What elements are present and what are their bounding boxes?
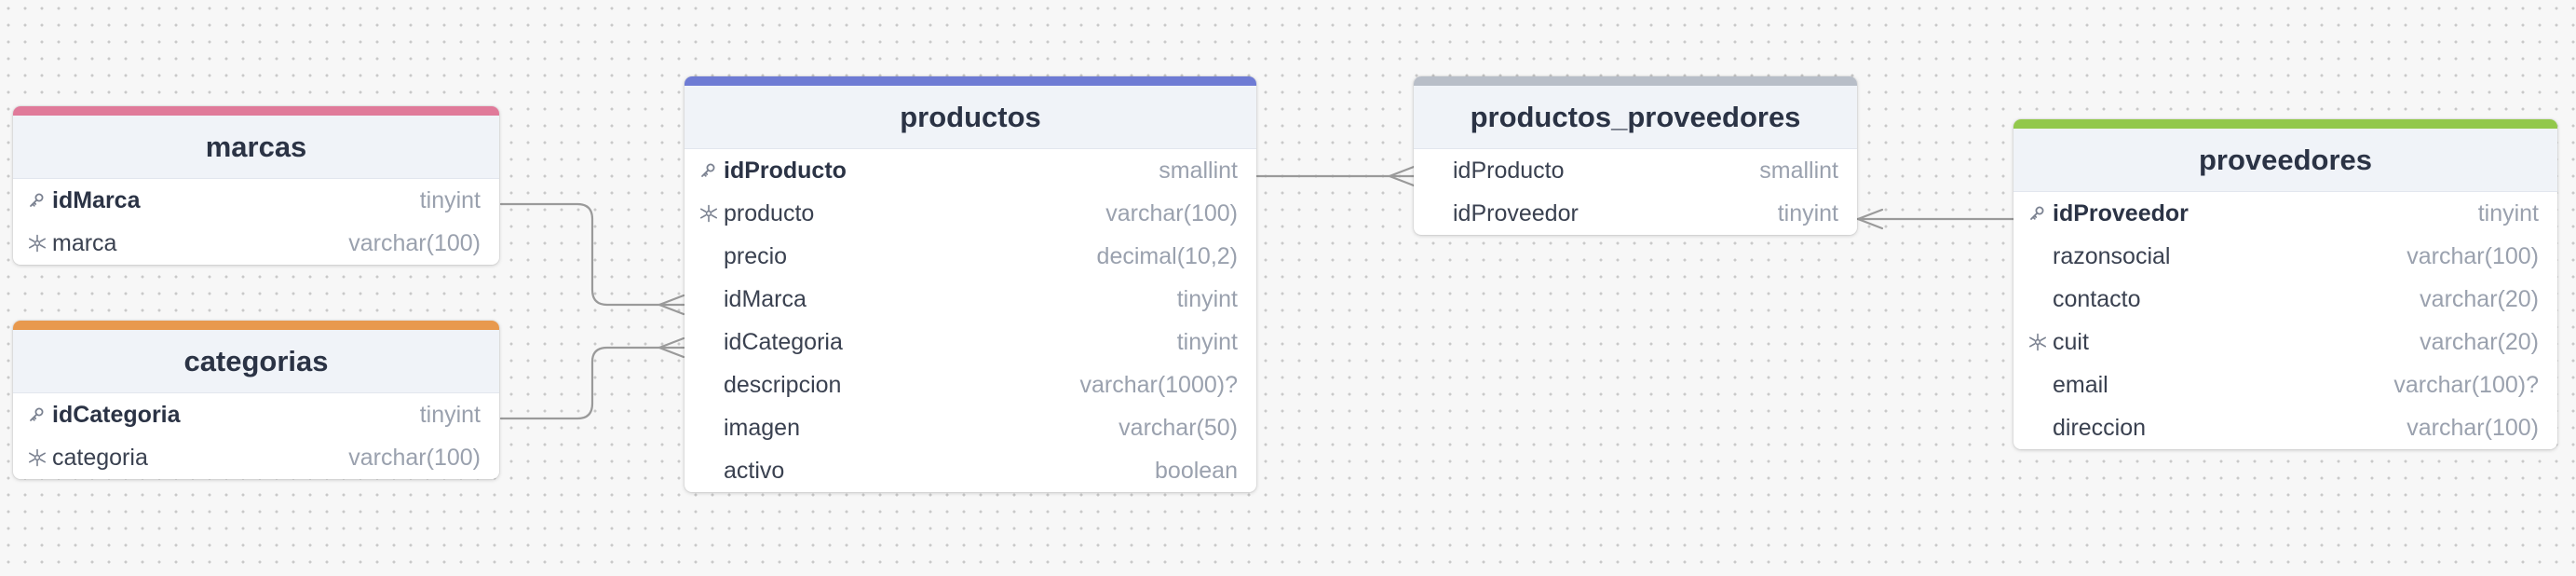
column-row[interactable]: categoria varchar(100) — [13, 436, 499, 479]
column-name: idMarca — [724, 285, 807, 312]
column-row[interactable]: cuit varchar(20) — [2013, 321, 2557, 363]
column-type: tinyint — [1777, 199, 1838, 226]
column-name: idCategoria — [52, 401, 181, 428]
column-name: direccion — [2053, 414, 2147, 441]
table-color-bar — [13, 321, 499, 330]
unique-icon — [28, 448, 52, 467]
key-icon — [699, 162, 724, 179]
crows-foot-icon — [658, 336, 685, 359]
column-type: varchar(100) — [1105, 199, 1238, 226]
edge-categorias-productos[interactable] — [499, 346, 685, 420]
table-color-bar — [13, 106, 499, 116]
table-title: marcas — [13, 116, 499, 179]
column-row[interactable]: idProveedor tinyint — [2013, 192, 2557, 235]
column-row[interactable]: descripcion varchar(1000)? — [685, 363, 1256, 406]
column-type: varchar(100) — [2407, 414, 2539, 441]
column-name: marca — [52, 229, 117, 256]
column-type: varchar(100)? — [2393, 371, 2539, 398]
edge-group — [499, 165, 2015, 420]
column-name: idProveedor — [2053, 199, 2189, 226]
unique-icon — [28, 234, 52, 253]
table-color-bar — [685, 76, 1256, 86]
table-categorias[interactable]: categorias idCategoria tinyint categoria va… — [13, 321, 499, 479]
column-type: varchar(50) — [1119, 414, 1238, 441]
column-type: decimal(10,2) — [1096, 242, 1238, 269]
table-productos[interactable]: productos idProducto smallint producto varc… — [685, 76, 1256, 492]
column-type: tinyint — [1176, 328, 1238, 355]
column-name: contacto — [2053, 285, 2141, 312]
edge-marcas-productos[interactable] — [499, 202, 685, 307]
column-row[interactable]: email varchar(100)? — [2013, 363, 2557, 406]
column-type: varchar(100) — [2407, 242, 2539, 269]
column-name: idProducto — [724, 157, 847, 184]
table-title: productos — [685, 86, 1256, 149]
column-row[interactable]: idMarca tinyint — [13, 179, 499, 222]
column-row[interactable]: idProducto smallint — [685, 149, 1256, 192]
table-productos-proveedores[interactable]: productos_proveedores idProducto smallint… — [1414, 76, 1857, 235]
column-row[interactable]: idProveedor tinyint — [1414, 192, 1857, 235]
column-name: cuit — [2053, 328, 2089, 355]
column-name: idMarca — [52, 186, 141, 213]
column-type: varchar(1000)? — [1079, 371, 1238, 398]
column-row[interactable]: precio decimal(10,2) — [685, 235, 1256, 278]
column-name: categoria — [52, 444, 148, 471]
column-type: smallint — [1159, 157, 1238, 184]
key-icon — [2028, 205, 2053, 222]
column-name: idProducto — [1453, 157, 1565, 184]
table-proveedores[interactable]: proveedores idProveedor tinyint razonsocia… — [2013, 119, 2557, 449]
column-row[interactable]: marca varchar(100) — [13, 222, 499, 265]
unique-icon — [2028, 333, 2053, 351]
column-name: imagen — [724, 414, 800, 441]
column-type: varchar(20) — [2420, 328, 2539, 355]
column-type: tinyint — [2477, 199, 2539, 226]
crows-foot-icon — [658, 294, 685, 316]
column-type: tinyint — [1176, 285, 1238, 312]
crows-foot-icon — [1856, 208, 1884, 230]
column-row[interactable]: idCategoria tinyint — [685, 321, 1256, 363]
table-color-bar — [2013, 119, 2557, 129]
column-row[interactable]: imagen varchar(50) — [685, 406, 1256, 449]
column-row[interactable]: activo boolean — [685, 449, 1256, 492]
table-marcas[interactable]: marcas idMarca tinyint marca varchar(100) — [13, 106, 499, 265]
column-type: tinyint — [419, 186, 481, 213]
column-row[interactable]: idProducto smallint — [1414, 149, 1857, 192]
column-type: tinyint — [419, 401, 481, 428]
column-name: descripcion — [724, 371, 842, 398]
column-name: email — [2053, 371, 2108, 398]
key-icon — [28, 406, 52, 423]
column-row[interactable]: direccion varchar(100) — [2013, 406, 2557, 449]
column-name: precio — [724, 242, 788, 269]
key-icon — [28, 192, 52, 209]
unique-icon — [699, 204, 724, 223]
column-row[interactable]: producto varchar(100) — [685, 192, 1256, 235]
column-name: producto — [724, 199, 815, 226]
table-title: productos_proveedores — [1414, 86, 1857, 149]
column-row[interactable]: contacto varchar(20) — [2013, 278, 2557, 321]
column-name: activo — [724, 457, 785, 484]
column-row[interactable]: razonsocial varchar(100) — [2013, 235, 2557, 278]
column-type: boolean — [1155, 457, 1238, 484]
column-type: smallint — [1759, 157, 1838, 184]
table-title: proveedores — [2013, 129, 2557, 192]
column-name: razonsocial — [2053, 242, 2171, 269]
table-title: categorias — [13, 330, 499, 393]
column-name: idProveedor — [1453, 199, 1579, 226]
column-row[interactable]: idCategoria tinyint — [13, 393, 499, 436]
table-color-bar — [1414, 76, 1857, 86]
column-name: idCategoria — [724, 328, 843, 355]
column-type: varchar(100) — [348, 229, 481, 256]
column-type: varchar(20) — [2420, 285, 2539, 312]
column-row[interactable]: idMarca tinyint — [685, 278, 1256, 321]
crows-foot-icon — [1388, 165, 1416, 187]
column-type: varchar(100) — [348, 444, 481, 471]
